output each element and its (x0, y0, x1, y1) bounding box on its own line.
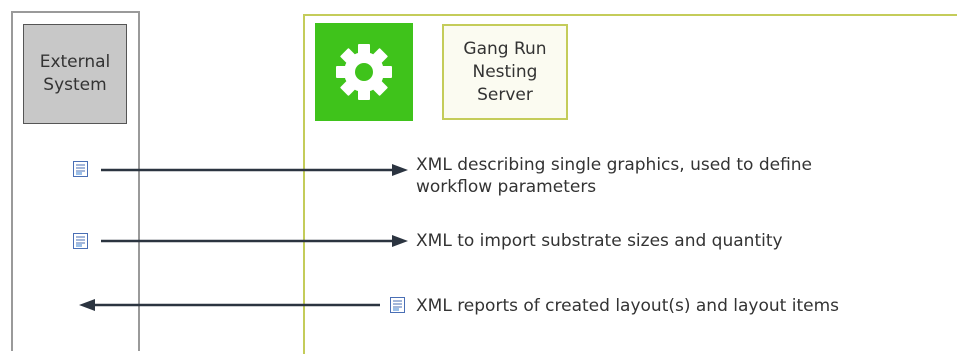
external-system-lane (11, 11, 140, 351)
external-system-label-line2: System (43, 75, 107, 95)
message-1-line2: workflow parameters (416, 177, 597, 197)
xml-document-icon (73, 233, 88, 249)
xml-document-icon (390, 297, 405, 313)
gear-tile (315, 23, 413, 121)
message-1-line1: XML describing single graphics, used to … (416, 155, 813, 175)
arrows-layer (79, 164, 408, 311)
server-label-line2: Nesting (472, 61, 538, 82)
arrow-to-server-1 (101, 164, 408, 176)
server-lane (303, 14, 957, 354)
xml-document-icon (73, 161, 88, 177)
gear-icon (336, 44, 392, 100)
message-1: XML describing single graphics, used to … (416, 154, 812, 198)
arrow-to-server-2 (101, 235, 408, 247)
server-box: Gang Run Nesting Server (442, 24, 568, 120)
external-system-box: External System (23, 24, 127, 124)
server-label-line3: Server (477, 84, 533, 105)
message-3: XML reports of created layout(s) and lay… (416, 296, 839, 316)
external-system-label-line1: External (39, 52, 111, 72)
message-2: XML to import substrate sizes and quanti… (416, 231, 783, 251)
arrow-to-external (79, 299, 380, 311)
server-label-line1: Gang Run (463, 38, 547, 59)
